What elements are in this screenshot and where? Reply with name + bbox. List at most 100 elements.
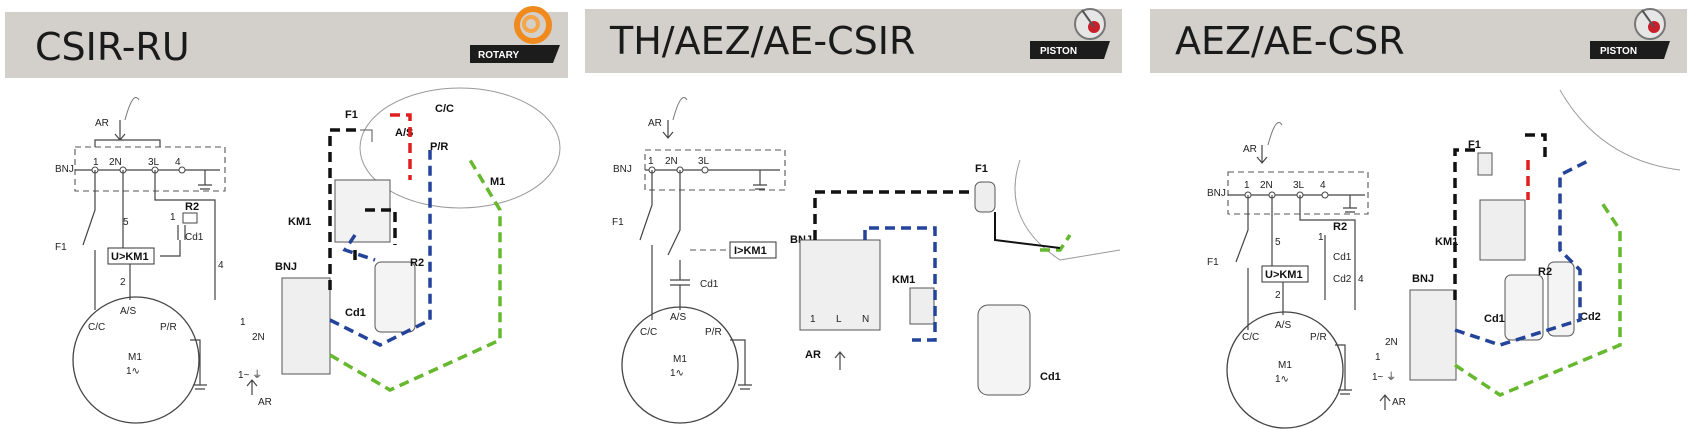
ground-symbol bbox=[198, 170, 212, 190]
label-w-1tilde: 1~ ⏚ bbox=[1372, 371, 1396, 383]
circuit-lines bbox=[122, 170, 216, 300]
panel-aez-ae-csr: AEZ/AE-CSR PISTON AR BNJ 1 2N 3L 4 F1 bbox=[1150, 8, 1687, 429]
wire-blue bbox=[1454, 158, 1591, 347]
compressor-body bbox=[1559, 89, 1681, 171]
rotary-core bbox=[522, 15, 540, 33]
label-1: 1 bbox=[1318, 232, 1324, 243]
label-strip-l: L bbox=[836, 314, 842, 325]
label-t3l: 3L bbox=[698, 156, 710, 167]
label-w-cc: C/C bbox=[435, 103, 454, 115]
label-w-bnj: BNJ bbox=[275, 261, 297, 273]
label-w-2n: 2N bbox=[1385, 337, 1398, 348]
f1-switch bbox=[1235, 195, 1249, 330]
label-w-ar: AR bbox=[1392, 397, 1406, 408]
panel-title: CSIR-RU bbox=[35, 25, 190, 69]
label-pr: P/R bbox=[160, 322, 177, 333]
wire-green bbox=[329, 159, 502, 392]
label-w-r2: R2 bbox=[410, 257, 424, 269]
relay-ukm1 bbox=[107, 247, 155, 265]
f1-part bbox=[974, 181, 996, 213]
panel-csir-ru: CSIR-RU ROTARY AR BNJ 1 2N 3L 4 F1 bbox=[5, 6, 568, 424]
motor-m1 bbox=[621, 306, 739, 424]
label-ikm1: I>KM1 bbox=[734, 245, 767, 257]
term-3l bbox=[701, 166, 709, 174]
relay-link bbox=[160, 240, 181, 257]
wire-thin bbox=[994, 212, 1061, 249]
label-as: A/S bbox=[1275, 320, 1291, 331]
label-w-cd1: Cd1 bbox=[1040, 371, 1061, 383]
piston-rod bbox=[1641, 9, 1655, 28]
piston-icon: PISTON bbox=[1590, 8, 1670, 59]
r2-resistor bbox=[182, 212, 198, 224]
label-w-ar: AR bbox=[258, 397, 272, 408]
relay-ukm1 bbox=[1261, 265, 1309, 283]
label-ukm1: U>KM1 bbox=[111, 251, 149, 263]
wiring-illustration: F1 BNJ 1 L N AR KM1 Cd1 bbox=[790, 159, 1121, 396]
supply-arrow bbox=[1256, 145, 1268, 164]
cd1-capacitor bbox=[977, 304, 1031, 396]
label-t1: 1 bbox=[93, 157, 99, 168]
cd1-capacitor bbox=[374, 261, 416, 333]
wire-black-2 bbox=[353, 208, 397, 265]
term-4 bbox=[178, 166, 186, 174]
label-cd1: Cd1 bbox=[185, 232, 204, 243]
label-f1: F1 bbox=[1207, 257, 1219, 268]
label-ukm1: U>KM1 bbox=[1265, 269, 1303, 281]
label-5: 5 bbox=[1275, 237, 1281, 248]
km1-relay bbox=[1479, 199, 1526, 261]
label-5: 5 bbox=[123, 217, 129, 228]
label-ar: AR bbox=[95, 118, 109, 129]
badge-label: ROTARY bbox=[478, 50, 519, 61]
label-m1: M1 bbox=[128, 352, 142, 363]
label-t1: 1 bbox=[648, 156, 654, 167]
label-w-ar: AR bbox=[805, 349, 821, 361]
ground-symbol bbox=[753, 170, 767, 190]
supply-wave bbox=[124, 97, 140, 121]
rotary-ring bbox=[514, 6, 552, 44]
label-f1: F1 bbox=[612, 217, 624, 228]
wire-blue bbox=[863, 226, 937, 342]
panel-title: TH/AEZ/AE-CSIR bbox=[609, 19, 915, 63]
badge bbox=[1030, 41, 1110, 59]
label-t4: 4 bbox=[1320, 180, 1326, 191]
supply-arrow-2 bbox=[834, 351, 846, 370]
label-bnj: BNJ bbox=[55, 164, 74, 175]
label-w-km1: KM1 bbox=[892, 274, 915, 286]
terminal-strip bbox=[799, 239, 881, 331]
label-r2: R2 bbox=[185, 201, 199, 213]
label-t4: 4 bbox=[175, 157, 181, 168]
term-4 bbox=[1321, 191, 1329, 199]
supply-wave bbox=[672, 97, 688, 121]
label-t3l: 3L bbox=[148, 157, 160, 168]
label-phase: 1∿ bbox=[670, 368, 684, 379]
label-bnj: BNJ bbox=[1207, 188, 1226, 199]
terminal-box bbox=[1227, 171, 1369, 215]
label-m1: M1 bbox=[673, 354, 687, 365]
label-cd1: Cd1 bbox=[1333, 252, 1352, 263]
label-ar: AR bbox=[1243, 144, 1257, 155]
start-branch bbox=[667, 170, 690, 310]
rotary-icon: ROTARY bbox=[470, 6, 560, 63]
label-w-cd1: Cd1 bbox=[345, 307, 366, 319]
cd1-capacitor bbox=[1504, 274, 1544, 341]
label-w-f1: F1 bbox=[975, 163, 988, 175]
f1-switch bbox=[82, 170, 96, 310]
label-t2n: 2N bbox=[109, 157, 122, 168]
label-pr: P/R bbox=[705, 327, 722, 338]
label-2: 2 bbox=[120, 277, 126, 288]
label-w-km1: KM1 bbox=[1435, 236, 1458, 248]
relay-ikm1 bbox=[729, 241, 777, 259]
wire-black-1 bbox=[1453, 148, 1478, 300]
label-w-1tilde: 1~ ⏚ bbox=[238, 369, 262, 381]
label-t2n: 2N bbox=[1260, 180, 1273, 191]
panel-title: AEZ/AE-CSR bbox=[1175, 19, 1405, 63]
piston-rod bbox=[1081, 9, 1095, 28]
label-w-f1: F1 bbox=[1468, 139, 1481, 151]
wire-black-1 bbox=[328, 128, 360, 290]
label-strip-n: N bbox=[862, 314, 869, 325]
label-t1: 1 bbox=[1244, 180, 1250, 191]
wiring-illustration: F1 KM1 R2 Cd1 Cd2 BNJ 2N 1 1~ ⏚ AR bbox=[1372, 89, 1681, 410]
label-r2: R2 bbox=[1333, 221, 1347, 233]
